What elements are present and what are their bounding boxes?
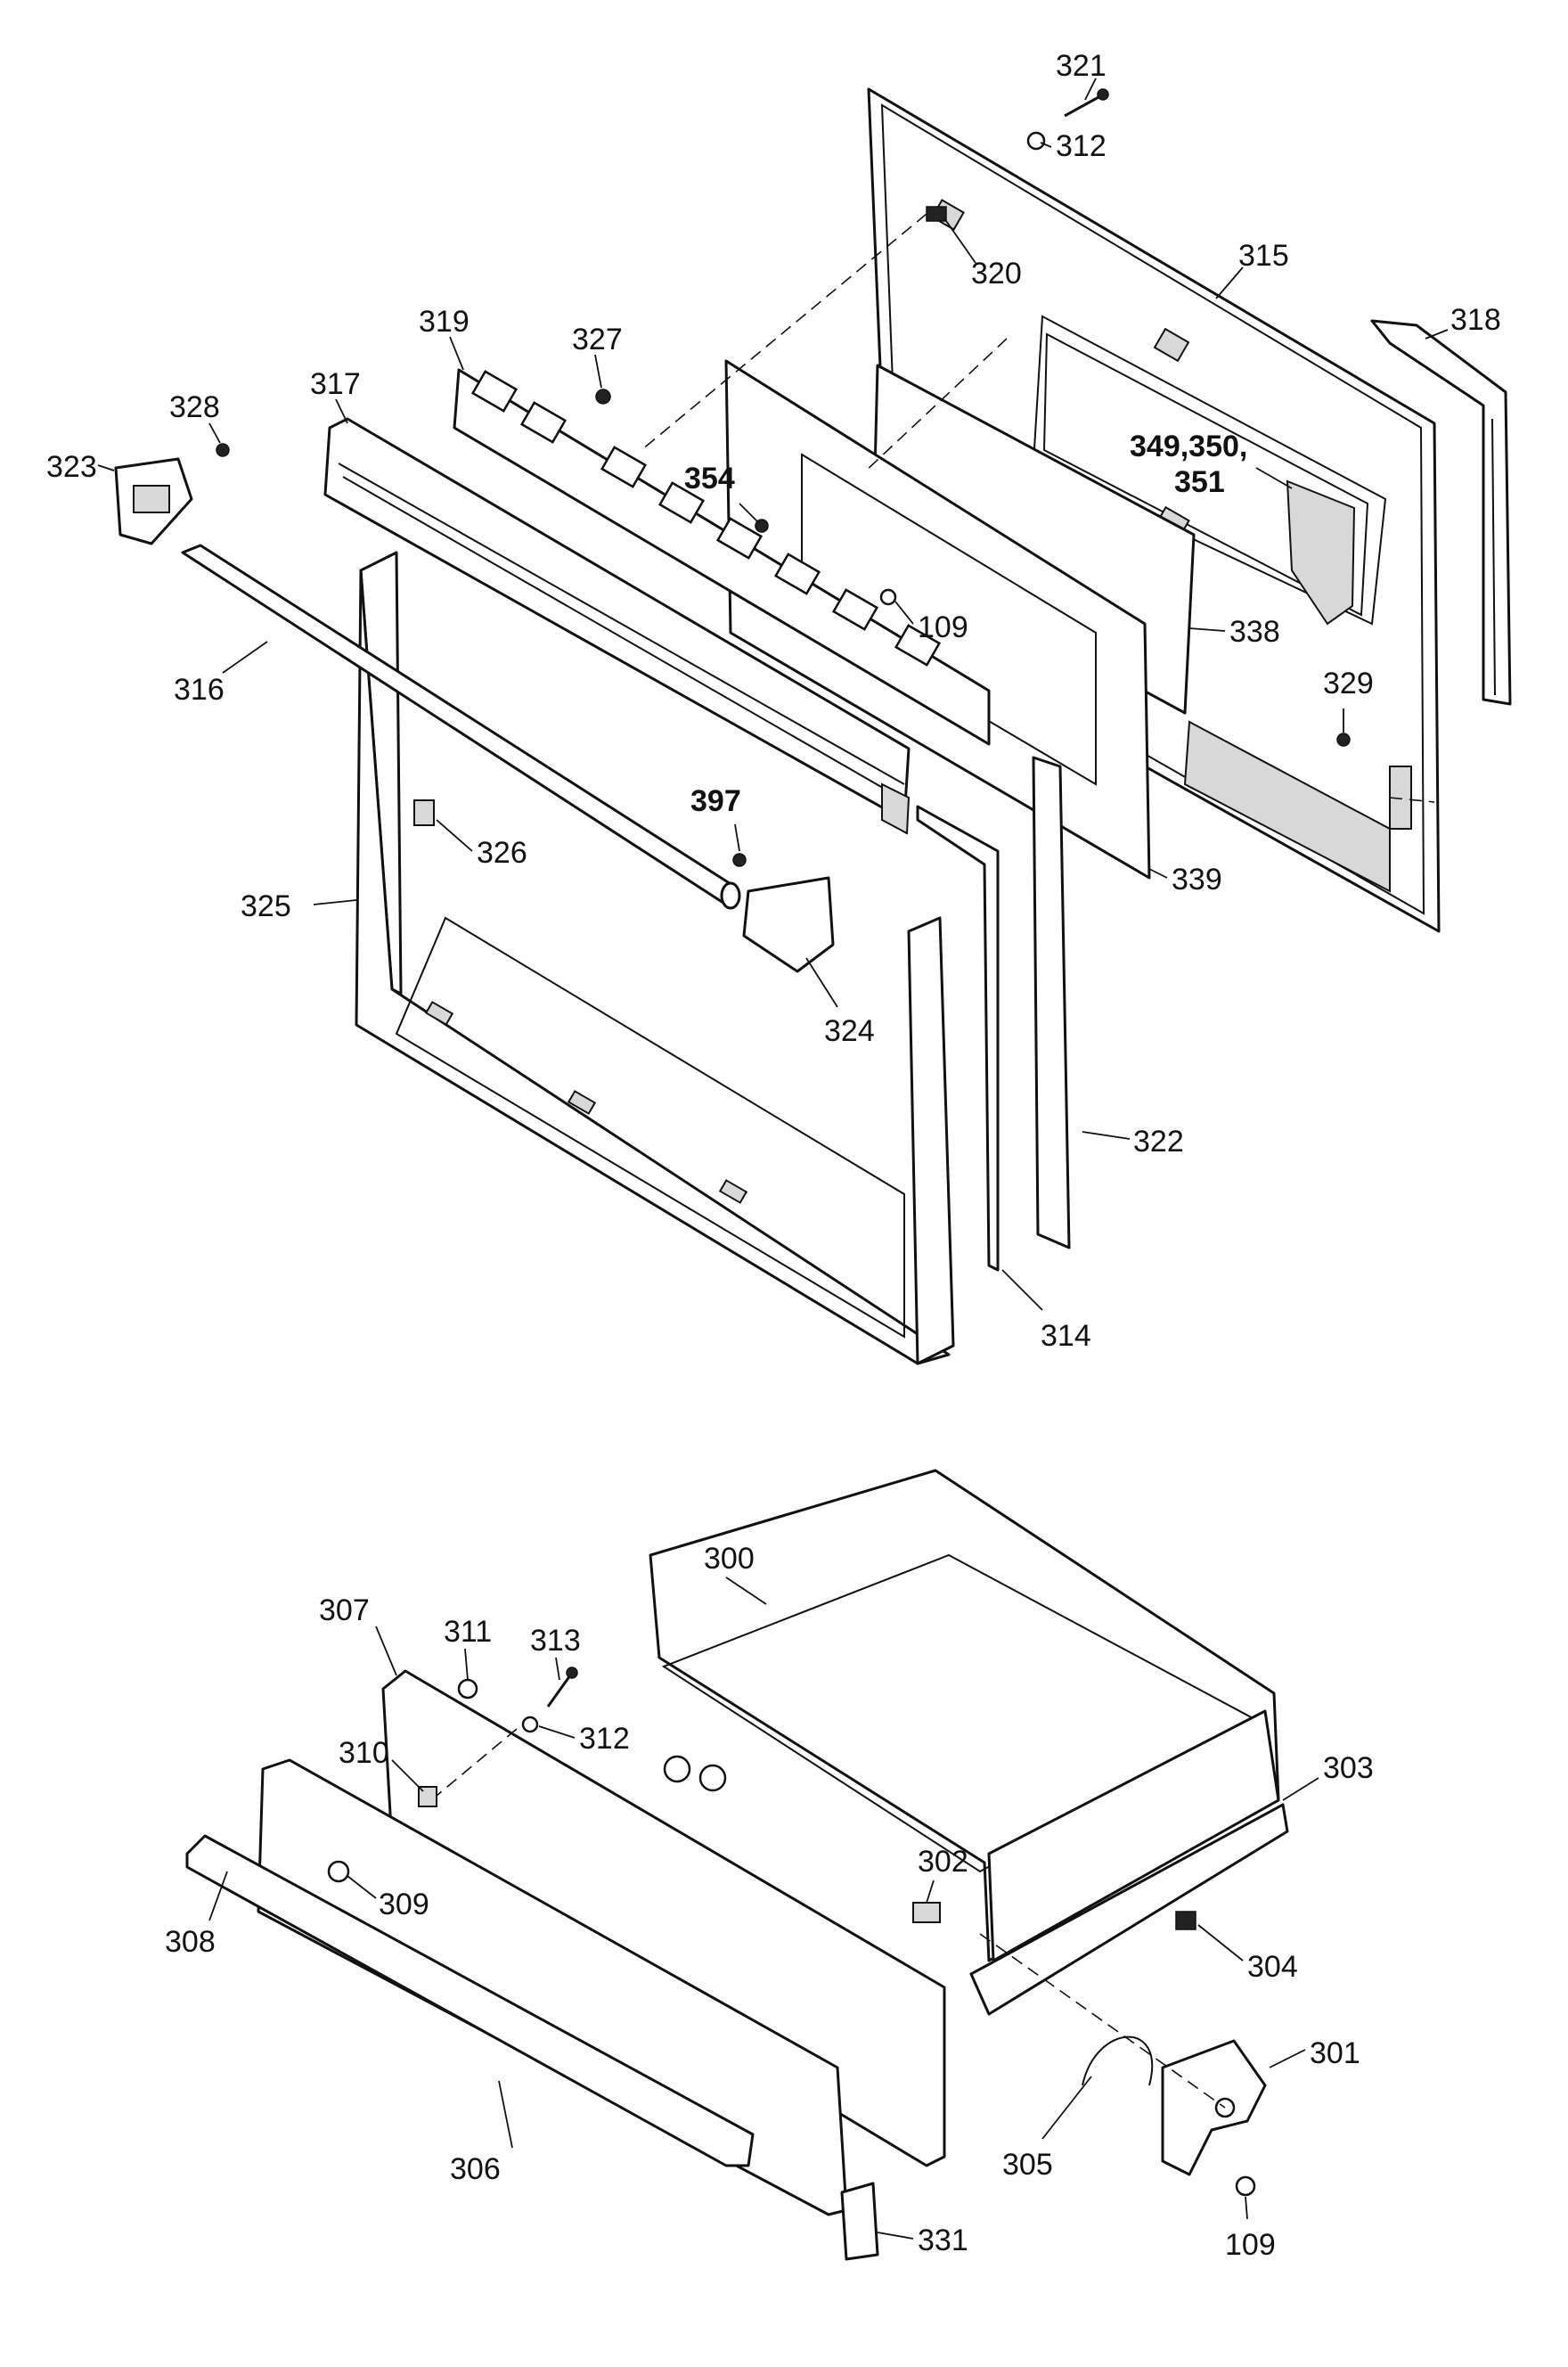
label-318: 318 <box>1450 303 1501 337</box>
screw-354 <box>755 519 769 533</box>
screw-321 <box>1064 88 1109 118</box>
clip-326 <box>413 799 435 826</box>
label-315: 315 <box>1238 239 1289 273</box>
handle-cap-323 <box>114 457 193 545</box>
bumper-304 <box>1175 1911 1196 1930</box>
label-325: 325 <box>241 889 291 923</box>
drawer-handle-308 <box>185 1834 755 2167</box>
leader-lines <box>97 78 1449 2240</box>
screw-329 <box>1336 733 1351 747</box>
label-351: 351 <box>1174 465 1225 499</box>
label-109-upper: 109 <box>918 610 968 644</box>
label-329: 329 <box>1323 667 1374 700</box>
label-303: 303 <box>1323 1751 1374 1785</box>
spring-305 <box>1082 2035 1154 2086</box>
stud-302 <box>912 1902 941 1923</box>
screw-327 <box>595 389 611 405</box>
handle-bar-316 <box>181 544 741 910</box>
label-326: 326 <box>477 836 527 870</box>
label-331: 331 <box>918 2224 968 2257</box>
hinge-plate-301 <box>1161 2039 1267 2176</box>
clip-320 <box>926 206 947 222</box>
label-312-lower: 312 <box>579 1722 630 1756</box>
assembly-line <box>979 1933 1226 2109</box>
label-109-lower: 109 <box>1225 2228 1276 2262</box>
screw-313 <box>546 1667 578 1708</box>
top-trim-317 <box>323 417 911 835</box>
button-311 <box>457 1678 478 1699</box>
assembly-line <box>863 338 1008 473</box>
label-313: 313 <box>530 1624 581 1658</box>
insulation-349-350-351 <box>1286 479 1356 626</box>
assembly-line <box>641 213 927 451</box>
label-327: 327 <box>572 323 623 356</box>
label-324: 324 <box>824 1014 875 1048</box>
label-300: 300 <box>704 1542 755 1576</box>
drawer-rail-303 <box>969 1803 1289 2016</box>
label-320: 320 <box>971 257 1022 291</box>
glass-edge-314 <box>916 805 1000 1272</box>
washer-312-top <box>1026 131 1046 151</box>
label-316: 316 <box>174 673 225 707</box>
nut-109-lower <box>1235 2175 1256 2197</box>
label-339: 339 <box>1172 863 1222 897</box>
label-301: 301 <box>1310 2036 1360 2070</box>
label-323: 323 <box>46 450 97 484</box>
label-317: 317 <box>310 367 361 401</box>
label-302: 302 <box>918 1845 968 1879</box>
label-354: 354 <box>684 462 735 496</box>
part-labels: 321 312 320 315 318 319 327 317 328 323 … <box>46 49 1501 2262</box>
label-311: 311 <box>444 1615 492 1649</box>
assembly-line <box>1389 797 1435 803</box>
label-321: 321 <box>1056 49 1107 83</box>
label-314: 314 <box>1041 1319 1091 1353</box>
bracket-324 <box>742 876 835 973</box>
label-397: 397 <box>690 784 741 818</box>
label-304: 304 <box>1247 1950 1298 1984</box>
label-309: 309 <box>379 1888 429 1921</box>
label-319: 319 <box>419 305 470 339</box>
label-306: 306 <box>450 2152 501 2186</box>
assembly-line <box>436 1728 518 1797</box>
washer-312-lower <box>521 1716 539 1733</box>
clip-310 <box>418 1786 437 1807</box>
label-310: 310 <box>339 1736 389 1770</box>
bracket-331 <box>840 2182 879 2261</box>
label-312-upper: 312 <box>1056 129 1107 163</box>
label-328: 328 <box>169 390 220 424</box>
label-307: 307 <box>319 1593 370 1627</box>
screw-328 <box>216 443 230 457</box>
screw-397 <box>732 853 747 867</box>
drawer-body-300 <box>649 1469 1280 1962</box>
label-349-350: 349,350, <box>1130 430 1247 463</box>
washer-309 <box>327 1860 350 1883</box>
label-305: 305 <box>1002 2148 1053 2182</box>
vent-baffle-319 <box>453 368 991 746</box>
screw-109-top <box>879 588 897 606</box>
label-322: 322 <box>1133 1125 1184 1159</box>
label-338: 338 <box>1229 615 1280 649</box>
label-308: 308 <box>165 1925 216 1959</box>
side-rail-322 <box>1032 756 1071 1249</box>
